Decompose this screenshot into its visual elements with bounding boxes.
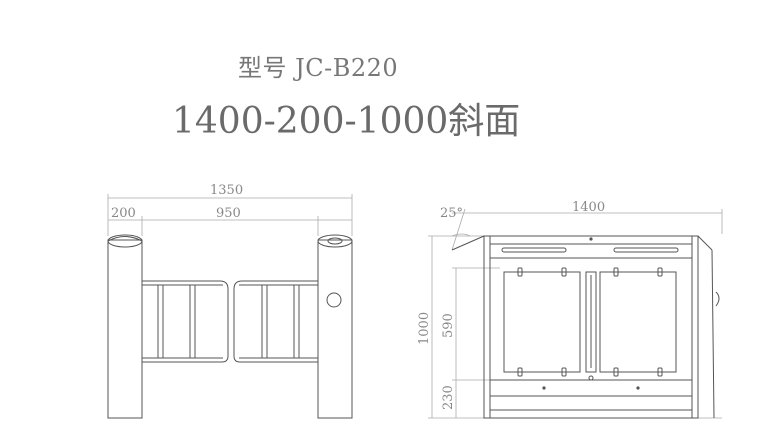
left-gate-wing [142,280,229,363]
sensor-icon [326,292,342,308]
cabinet-side [451,235,720,419]
dim-passage-width: 950 [216,206,241,221]
dim-angle: 25° [440,206,463,221]
dim-side-width: 200 [111,206,136,221]
dim-height: 1000 [417,312,432,345]
side-view: 1400 25° 1000 590 230 [417,200,723,419]
left-cabinet [107,234,143,419]
angle-line [451,208,466,251]
right-cabinet [317,234,353,419]
dim-base-height: 230 [441,385,456,410]
glass-panel-left [503,271,581,373]
dim-overall-width: 1350 [210,183,243,198]
front-view: 1350 200 950 [107,183,353,419]
spec-title: 1400-200-1000斜面 [172,101,521,142]
dim-length: 1400 [572,200,605,215]
glass-panel-right [599,271,677,373]
right-gate-wing [233,280,318,363]
model-title: 型号 JC-B220 [238,54,399,82]
dim-glass-height: 590 [441,313,456,338]
